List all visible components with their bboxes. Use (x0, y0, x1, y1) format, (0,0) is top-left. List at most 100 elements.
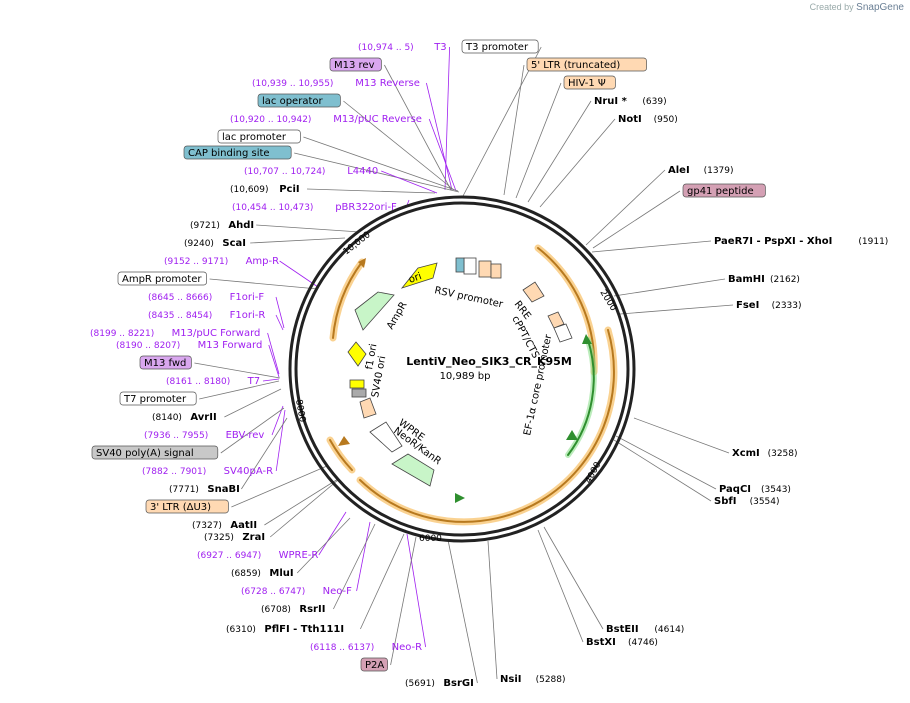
map-label-zrai: (7325)ZraI (204, 532, 265, 543)
map-label-bsrgi: (5691)BsrGI (405, 678, 474, 689)
label-text: lac promoter (222, 132, 287, 143)
leader-line (360, 533, 405, 630)
label-position: (1911) (858, 237, 888, 247)
label-name: Amp-R (246, 256, 280, 267)
backbone-outer (288, 195, 636, 543)
leader-line (356, 521, 371, 592)
label-name: EBV-rev (226, 430, 265, 441)
map-label-gp41-peptide: gp41 peptide (682, 183, 766, 198)
map-label-t3: (10,974 .. 5)T3 (358, 42, 447, 53)
label-text: 3' LTR (ΔU3) (150, 502, 211, 513)
leader-line (256, 224, 361, 233)
label-position: (2333) (772, 301, 802, 311)
label-position: (4746) (628, 638, 658, 648)
leader-line (269, 479, 339, 538)
map-label-bsteii: BstEII(4614) (606, 624, 684, 635)
arrowhead-2 (566, 430, 578, 440)
ori-feature (400, 262, 438, 289)
map-label-paer7i-pspxi-xhoi: PaeR7I - PspXI - XhoI(1911) (714, 236, 888, 247)
cppt-feature (547, 311, 565, 329)
map-label-sv40pa-r: (7882 .. 7901) SV40pA-R (142, 466, 273, 477)
label-name: NruI * (594, 96, 628, 107)
map-label-neo-r: (6118 .. 6137) Neo-R (310, 642, 422, 653)
map-label-ampr-promoter: AmpR promoter (117, 271, 207, 286)
label-name: MluI (269, 568, 293, 579)
leader-line (462, 46, 542, 197)
ef1a-feature (553, 323, 573, 343)
label-text: P2A (365, 660, 384, 671)
label-box (117, 271, 207, 286)
leader-line (224, 388, 282, 418)
label-box (217, 129, 301, 144)
leader-line (619, 304, 734, 315)
map-label-p2a: P2A (360, 657, 388, 672)
leader-line (318, 511, 347, 556)
label-text: CAP binding site (188, 148, 270, 159)
label-text: T3 promoter (465, 42, 529, 53)
map-label-paqci: PaqCI (3543) (719, 484, 791, 495)
label-position: (3543) (761, 485, 791, 495)
leader-line (194, 362, 281, 379)
plasmid-size: 10,989 bp (440, 371, 491, 382)
label-position: (2162) (770, 275, 800, 285)
label-position: (5288) (536, 675, 566, 685)
map-label-bamhi: BamHI (2162) (728, 274, 800, 285)
arrowhead-4 (358, 258, 366, 268)
map-label-sv40-poly-a-signal: SV40 poly(A) signal (91, 445, 219, 460)
label-name: SV40pA-R (224, 466, 273, 477)
map-label-lac-promoter: lac promoter (217, 129, 301, 144)
neor-feature (391, 453, 435, 487)
label-position: (8190 .. 8207) (116, 341, 180, 351)
label-name: SbfI (714, 496, 736, 507)
label-box (563, 75, 616, 90)
label-position: (6708) (261, 605, 291, 615)
map-label-nsii: NsiI(5288) (500, 674, 566, 685)
leader-line (267, 332, 280, 375)
label-position: (6118 .. 6137) (310, 643, 374, 653)
label-position: (3258) (768, 449, 798, 459)
label-text: M13 fwd (144, 358, 186, 369)
label-position: (4614) (654, 625, 684, 635)
label-name: F1ori-F (230, 292, 265, 303)
snapgene-logo: SnapGene (856, 2, 904, 13)
leader-line (592, 190, 681, 249)
leader-line (543, 526, 604, 630)
leader-line (613, 439, 712, 502)
tick-8000: 8000 (293, 399, 307, 424)
map-label-scai: (9240)ScaI (184, 238, 246, 249)
rsv-feature-a (463, 257, 477, 275)
label-name: AvrII (190, 412, 216, 423)
map-label-ahdi: (9721)AhdI (190, 220, 254, 231)
map-label-rsrii: (6708) RsrII (261, 604, 325, 615)
label-box (329, 57, 382, 72)
label-box (257, 93, 341, 108)
feature-arc-ltr (329, 258, 366, 342)
label-name: NotI (618, 114, 642, 125)
label-name: T3 (433, 42, 446, 53)
tick-6000: 6000 (419, 534, 442, 544)
label-position: (639) (642, 97, 666, 107)
label-name: PaqCI (719, 484, 751, 495)
leader-line (381, 170, 438, 194)
leader-line (447, 539, 478, 684)
credit-text: Created by (809, 2, 854, 12)
cppt-cts-label: cPPT/CTS (509, 314, 541, 360)
label-position: (7882 .. 7901) (142, 467, 206, 477)
label-name: Neo-R (392, 642, 423, 653)
leader-line (390, 536, 417, 666)
map-label-m13-fwd: M13 fwd (139, 355, 192, 370)
leader-line (271, 405, 284, 436)
snapgene-credit: Created by SnapGene (810, 2, 904, 13)
label-name: F1ori-R (230, 310, 266, 321)
map-label-amp-r: (9152 .. 9171)Amp-R (164, 256, 279, 267)
label-text: lac operator (262, 96, 323, 107)
leader-line (199, 380, 280, 400)
label-box (461, 39, 539, 54)
leader-line (275, 409, 286, 472)
label-name: RsrII (299, 604, 325, 615)
leader-line (428, 118, 457, 192)
label-text: T7 promoter (123, 394, 187, 405)
label-name: BamHI (728, 274, 765, 285)
label-box (119, 391, 197, 406)
